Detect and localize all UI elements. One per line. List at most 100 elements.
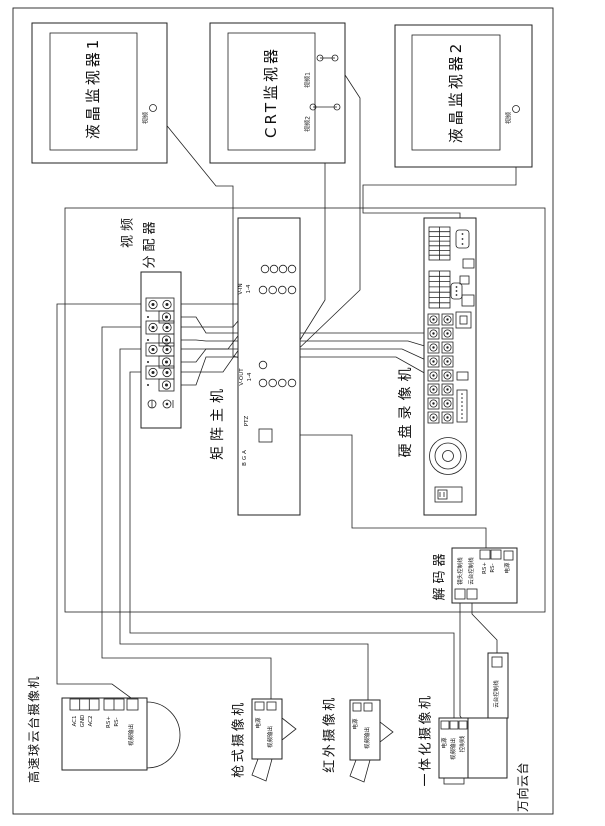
gun-camera-lens	[281, 717, 297, 741]
ball-camera-video-label: 视频输出	[127, 724, 135, 746]
dvr-serial-connector	[450, 282, 463, 300]
matrix-vin-ports	[258, 285, 297, 295]
dvr-ethernet-port	[455, 311, 472, 329]
matrix-vin-label: V-IN	[238, 283, 244, 294]
distributor-aux-port	[165, 402, 169, 406]
matrix-rs-a: A	[242, 450, 248, 454]
decoder-power-label: 电源	[503, 562, 511, 574]
wire	[119, 348, 369, 702]
gun-camera-power-label: 电源	[254, 717, 262, 729]
crt-port1-label: 视频1	[304, 72, 312, 88]
ball-camera-video-port	[126, 698, 139, 711]
gun-camera-title: 枪式摄像机	[231, 700, 247, 778]
gun-camera-mount	[251, 758, 273, 782]
wire	[129, 371, 455, 720]
matrix-rs-b: B	[242, 462, 248, 466]
decoder-pan-ctrl-port	[466, 588, 478, 600]
matrix-vin-loop-ports	[260, 264, 297, 274]
decoder-rs-plus-label: RS+	[482, 562, 488, 574]
decoder-rs-minus-port	[490, 549, 502, 560]
matrix-vout-range: 1-4	[247, 372, 253, 381]
lcd1-screen-box	[49, 32, 138, 151]
crt-monitor: CRT监视器 视频1 视频2	[209, 22, 346, 164]
gimbal-base	[467, 717, 508, 779]
wire	[265, 60, 361, 381]
distributor-aux-port	[162, 399, 172, 409]
lcd2-video-port	[512, 105, 520, 113]
matrix-rs-g: G	[242, 456, 248, 460]
lcd-monitor-2: 液晶监视器2 视频	[394, 24, 533, 168]
crt-video2-port	[309, 103, 317, 111]
dvr-title: 硬盘录像机	[397, 363, 414, 458]
wire	[459, 599, 464, 721]
ball-camera-title: 高速球云台摄像机	[26, 675, 41, 783]
distributor-title-line1: 视频	[121, 214, 136, 248]
dvr-aux-port	[459, 275, 470, 285]
gun-camera: 枪式摄像机 电源 视频输出	[231, 698, 297, 782]
gimbal-title: 万向云台	[515, 762, 530, 812]
crt-video1-port	[331, 54, 339, 62]
integrated-camera-video-label: 视频输出	[449, 738, 457, 760]
ir-camera-title: 红外摄像机	[322, 695, 338, 773]
decoder-power-port	[503, 550, 514, 561]
lcd2-port-label: 视频	[505, 112, 513, 124]
ir-camera-video-label: 视频输出	[363, 727, 371, 749]
decoder: 解码器 RS+ RS- 电源 镜头控制线 云台控制线	[433, 547, 518, 604]
speed-dome-camera: 高速球云台摄像机 AC1 GND AC2 RS+ RS- 视频输出	[26, 675, 181, 783]
matrix-vout-label: V-OUT	[239, 368, 245, 386]
dvr-usb-port	[456, 371, 469, 381]
matrix-ptz-port	[258, 428, 273, 443]
wire	[101, 326, 272, 701]
crt-port2-label: 视频2	[304, 116, 312, 132]
integrated-camera-power-port	[440, 720, 450, 730]
distributor-cluster	[145, 320, 175, 347]
gun-camera-power-port	[254, 701, 265, 711]
wire	[471, 599, 498, 656]
gimbal-column	[487, 652, 509, 719]
wire	[171, 316, 428, 334]
lcd1-video-port	[149, 104, 157, 112]
dvr-parallel-port	[456, 389, 468, 423]
matrix-vout-spare-port	[258, 360, 268, 370]
crt-video2-port	[333, 103, 341, 111]
gun-camera-video-port	[266, 701, 277, 711]
ir-camera: 红外摄像机 电源 视频输出	[322, 695, 394, 783]
decoder-title: 解码器	[433, 549, 448, 600]
integrated-camera-body	[438, 717, 469, 779]
ball-camera-dome	[146, 701, 181, 769]
integrated-camera-ctrl-port	[458, 720, 468, 730]
video-distributor: 视频 分配器	[121, 214, 182, 429]
integrated-camera-foot	[443, 777, 465, 785]
wire	[56, 303, 148, 699]
integrated-camera-power-label: 电源	[440, 737, 448, 749]
decoder-pan-ctrl-label: 云台控制线	[467, 557, 475, 585]
drawing-frame	[12, 7, 554, 815]
ir-camera-lens	[379, 721, 394, 743]
dvr-aux-port	[462, 258, 475, 269]
integrated-camera-title: 一体化摄像机	[419, 693, 434, 786]
dvr: 硬盘录像机	[397, 217, 477, 516]
matrix-ptz-label: PTZ	[244, 416, 250, 427]
ir-camera-power-port	[352, 702, 362, 712]
matrix-vout-ports	[258, 378, 297, 388]
dvr-vga-connector	[455, 229, 470, 249]
dvr-terminal-block	[428, 226, 451, 261]
ball-camera-ac2-label: AC2	[88, 715, 94, 726]
wire	[171, 339, 429, 348]
crt-screen-box	[227, 32, 316, 151]
ball-camera-gnd-label: GND	[80, 715, 86, 728]
decoder-lens-ctrl-label: 镜头控制线	[456, 557, 464, 585]
integrated-camera-video-port	[449, 720, 459, 730]
integrated-camera-ctrl-label: 控制线	[458, 735, 466, 752]
ball-camera-rs-minus-label: RS-	[114, 717, 120, 726]
distributor-cluster	[145, 365, 175, 392]
dvr-terminal-block	[428, 270, 451, 309]
ir-camera-power-label: 电源	[351, 718, 359, 730]
lcd-monitor-1: 液晶监视器1 视频	[31, 22, 168, 164]
decoder-box	[451, 547, 518, 604]
crt-video1-port	[316, 54, 324, 62]
lcd2-screen-box	[411, 34, 501, 151]
lcd1-port-label: 视频	[142, 112, 150, 124]
ball-camera-rs-plus-label: RS+	[106, 716, 112, 728]
decoder-rs-minus-label: RS-	[490, 563, 496, 572]
